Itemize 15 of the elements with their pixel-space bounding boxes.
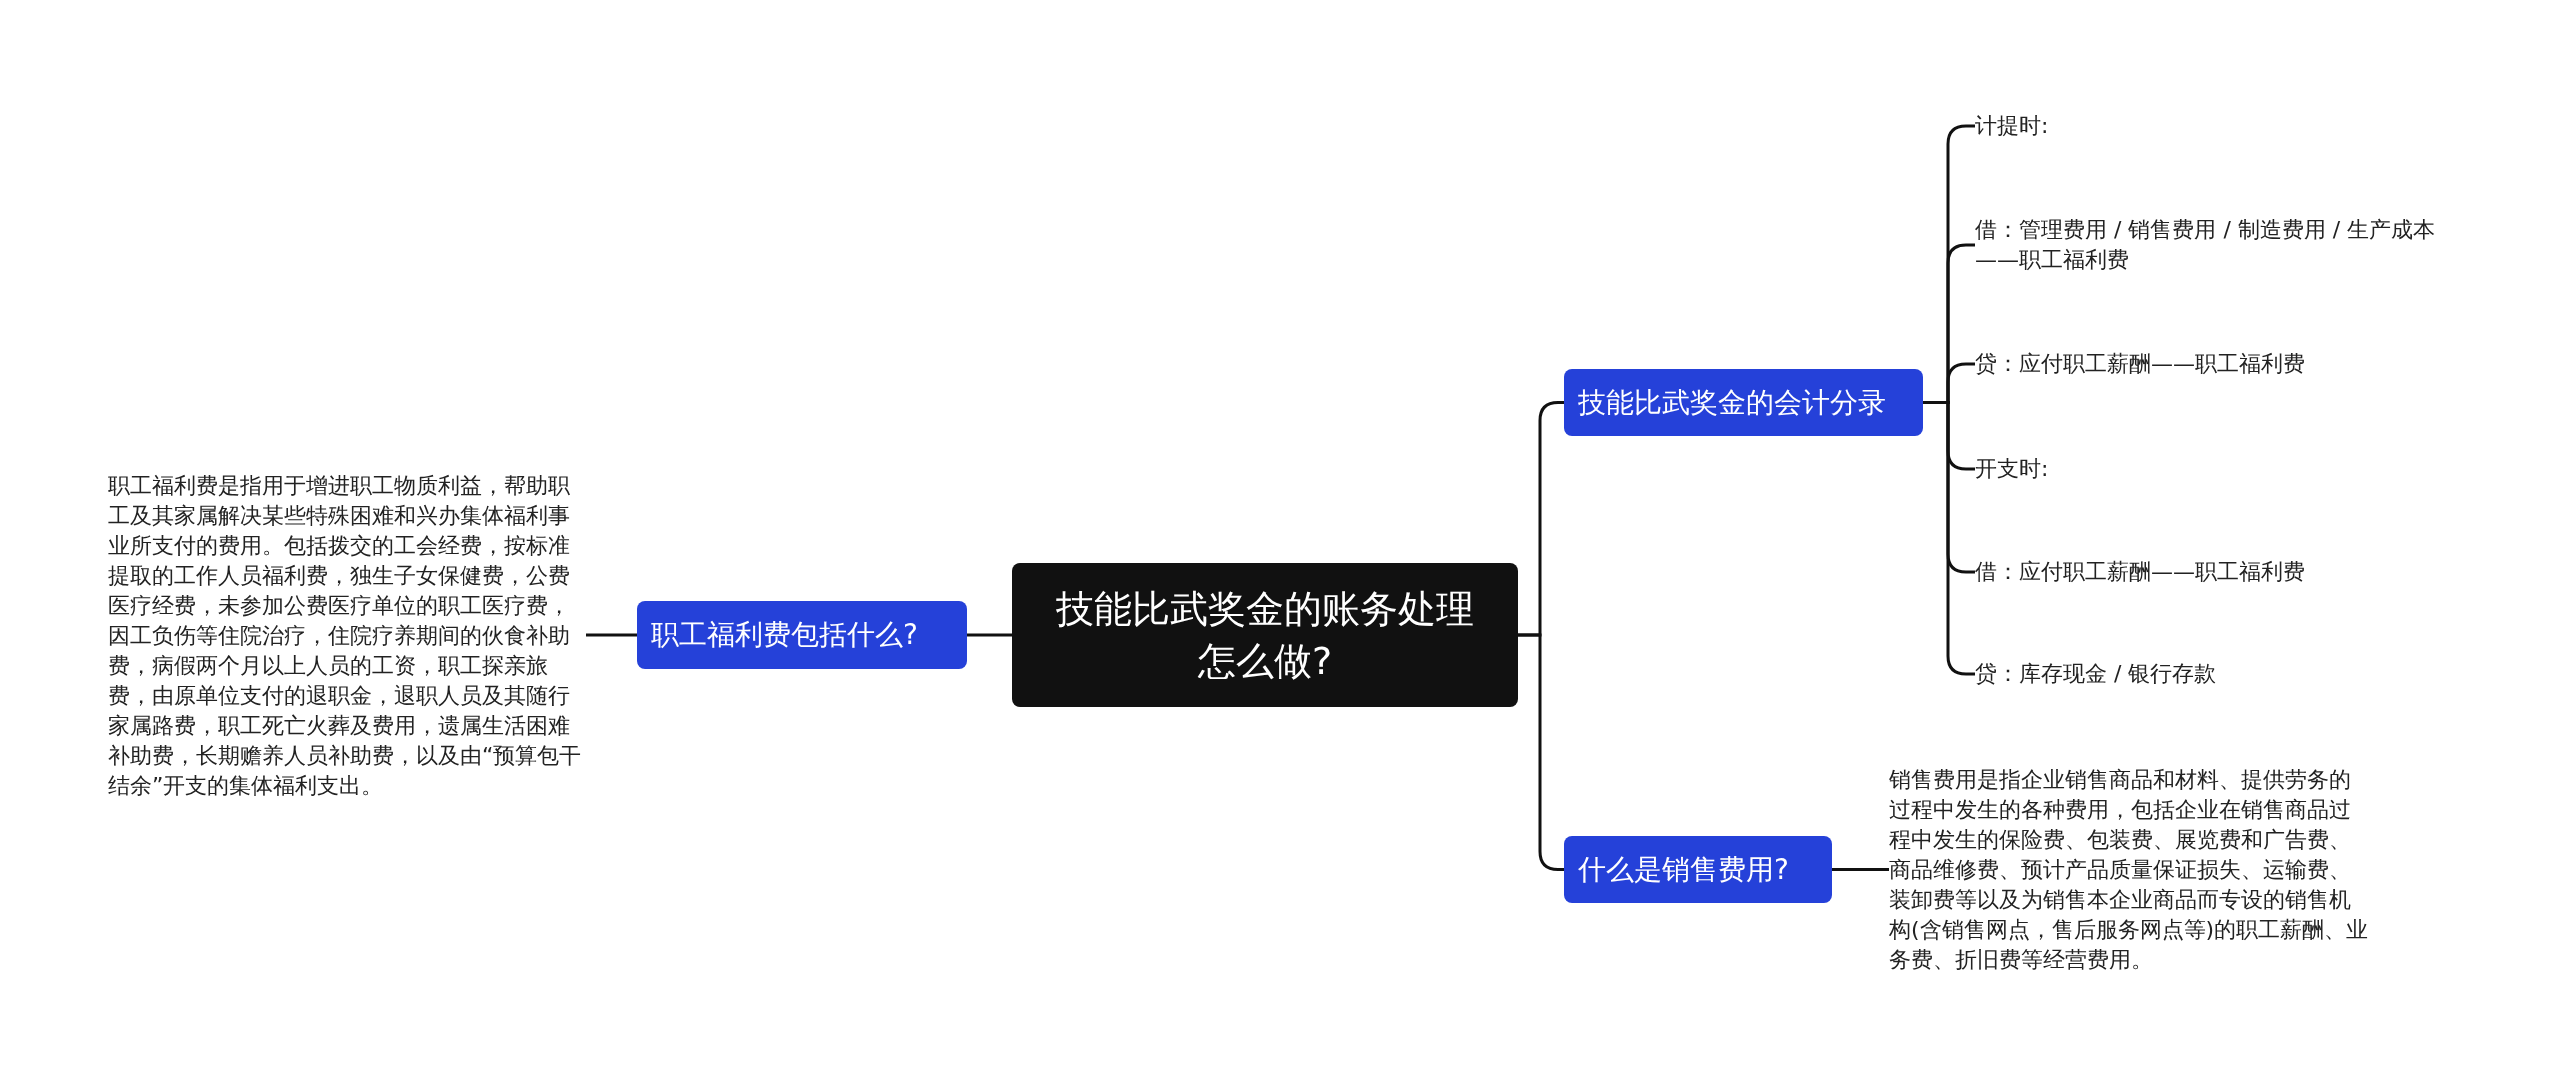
- central-topic-box: 技能比武奖金的账务处理怎么做?: [1012, 563, 1518, 707]
- connector-line: [1832, 868, 1889, 871]
- topic-text: 贷：应付职工薪酬——职工福利费: [1975, 349, 2307, 379]
- topic-text: 贷：库存现金 / 银行存款: [1975, 659, 2219, 689]
- topic-box: 什么是销售费用?: [1564, 836, 1832, 903]
- topic-text: 借：管理费用 / 销售费用 / 制造费用 / 生产成本——职工福利费: [1975, 215, 2465, 275]
- topic-box: 技能比武奖金的会计分录: [1564, 369, 1923, 436]
- topic-text: 计提时:: [1975, 111, 2051, 141]
- connector-line: [586, 633, 637, 637]
- connector-line: [967, 633, 1012, 637]
- topic-text: 销售费用是指企业销售商品和材料、提供劳务的过程中发生的各种费用，包括企业在销售商品过程中发生的保险费、包装费、展览费和广告费、商品维修费、预计产品质量保证损失、运输费、装卸费等以及为销售本企业商品而专设的销售机构(含销售网点，售后服务网点等)的职工薪酬、业务费、折旧费等经营费用。: [1889, 765, 2369, 975]
- topic-text: 职工福利费是指用于增进职工物质利益，帮助职工及其家属解决某些特殊困难和兴办集体福利事业所支付的费用。包括拨交的工会经费，按标准提取的工作人员福利费，独生子女保健费，公费医疗经费，未参加公费医疗单位的职工医疗费，因工负伤等住院治疗，住院疗养期间的伙食补助费，病假两个月以上人员的工资，职工探亲旅费，由原单位支付的退职金，退职人员及其随行家属路费，职工死亡火葬及费用，遗属生活困难补助费，长期赡养人员补助费，以及由“预算包干结余”开支的集体福利支出。: [108, 471, 586, 801]
- topic-text: 借：应付职工薪酬——职工福利费: [1975, 557, 2307, 587]
- topic-box: 职工福利费包括什么?: [637, 601, 967, 669]
- topic-text: 开支时:: [1975, 454, 2051, 484]
